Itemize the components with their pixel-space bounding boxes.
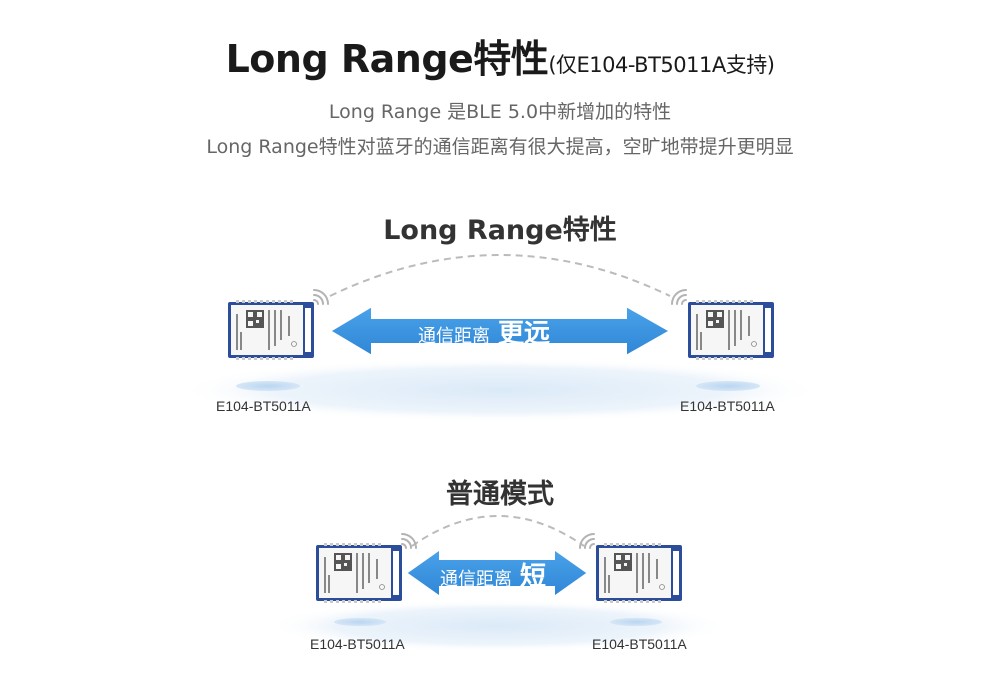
page-title: Long Range特性(仅E104-BT5011A支持) (0, 28, 1000, 83)
long-range-double-arrow (328, 304, 673, 358)
normal-left-label: E104-BT5011A (310, 636, 405, 652)
long-range-section-title: Long Range特性 (383, 215, 617, 246)
normal-right-module (595, 542, 683, 604)
normal-mode-section-title: 普通模式 (446, 479, 554, 510)
normal-arrow-big-text: 短 (520, 562, 547, 592)
description-line-1: Long Range 是BLE 5.0中新增加的特性 (328, 101, 672, 123)
long-range-left-signal-icon (313, 289, 329, 305)
long-range-left-pad (236, 381, 300, 391)
normal-right-pad (610, 618, 662, 626)
long-range-right-label: E104-BT5011A (680, 398, 775, 414)
long-range-arrow-label: 通信距离更远 (418, 313, 550, 350)
title-main: Long Range特性 (225, 37, 549, 81)
long-range-right-pad (696, 381, 760, 391)
long-range-left-label: E104-BT5011A (216, 398, 311, 414)
long-range-dashed-arc (329, 254, 671, 297)
long-range-right-signal-icon (671, 289, 687, 305)
long-range-arrow-small-text: 通信距离 (418, 326, 490, 347)
normal-left-module (315, 542, 403, 604)
long-range-left-module (227, 299, 315, 361)
normal-right-label: E104-BT5011A (592, 636, 687, 652)
description-line-2: Long Range特性对蓝牙的通信距离有很大提高，空旷地带提升更明显 (206, 136, 794, 158)
normal-left-pad (334, 618, 386, 626)
normal-dashed-arc (411, 515, 585, 547)
normal-arrow-small-text: 通信距离 (440, 569, 512, 590)
long-range-arrow-big-text: 更远 (498, 319, 551, 349)
normal-arrow-label: 通信距离短 (440, 556, 546, 593)
normal-ground (266, 600, 730, 652)
long-range-right-module (687, 299, 775, 361)
normal-double-arrow (404, 547, 590, 599)
long-range-ground (175, 358, 825, 422)
title-suffix: (仅E104-BT5011A支持) (548, 53, 775, 77)
